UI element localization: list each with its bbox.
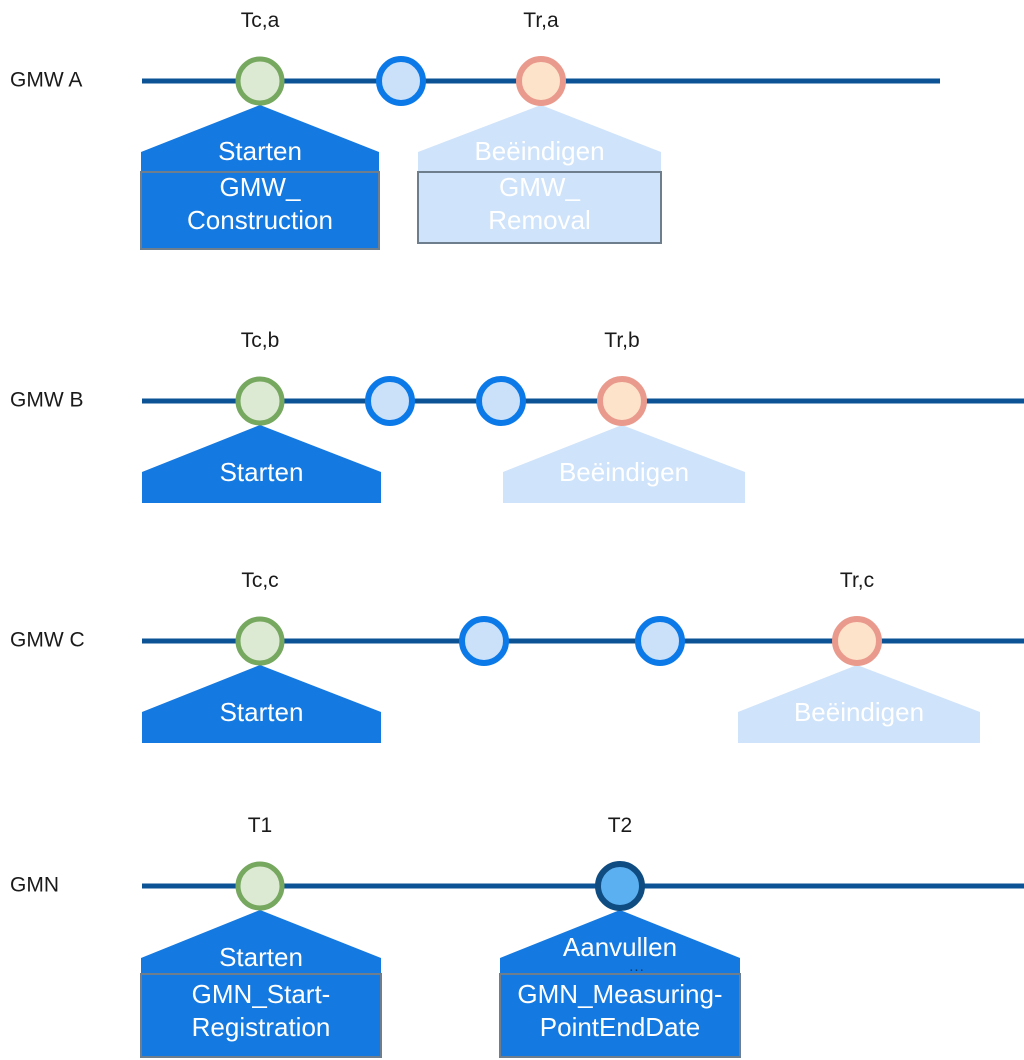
callout-body-line-gmw-a-end-0: GMW_: [499, 172, 580, 202]
timeline-row-gmw-a: GMW AStartenGMW_ConstructionBeëindigenGM…: [10, 9, 940, 250]
callout-box-gmn-supplement: [499, 973, 741, 1058]
callout-gmw-b-start[interactable]: Starten: [142, 425, 381, 503]
callout-title-gmw-a-start: Starten: [218, 136, 302, 166]
row-label-gmw-b: GMW B: [10, 389, 84, 412]
marker-circle-tcb[interactable]: [235, 376, 285, 426]
callout-body-line-gmn-supplement-0: GMN_Measuring-: [517, 979, 722, 1009]
callout-title-gmw-b-end: Beëindigen: [559, 457, 689, 487]
callout-title-gmw-c-start: Starten: [220, 697, 304, 727]
timeline-row-gmw-c: GMW C Starten Beëindigen Tc,c Tr,c: [10, 569, 1024, 743]
callout-box-gmw-a-start: [140, 171, 380, 250]
marker-label-tcb: Tc,b: [241, 329, 280, 352]
callout-body-line-gmn-start-1: Registration: [192, 1012, 331, 1042]
callout-body-line-gmn-start-0: GMN_Start-: [192, 979, 331, 1009]
marker-circle-tca[interactable]: [235, 56, 285, 106]
marker-circle-t2[interactable]: [595, 861, 645, 911]
callout-gmw-c-start[interactable]: Starten: [142, 665, 381, 743]
marker-circle-m-c2[interactable]: [459, 616, 509, 666]
callout-title-gmw-b-start: Starten: [220, 457, 304, 487]
callout-gmw-c-end[interactable]: Beëindigen: [738, 665, 980, 743]
marker-label-tcc: Tc,c: [241, 569, 278, 592]
marker-label-tca: Tc,a: [241, 9, 280, 32]
callout-title-gmn-supplement: Aanvullen: [563, 932, 677, 962]
timeline-row-gmw-b: GMW B Starten Beëindigen Tc,b Tr,b: [10, 329, 1024, 503]
callout-body-line-gmw-a-end-1: Removal: [488, 205, 591, 235]
callout-ellipsis-gmn-supplement: ...: [629, 958, 645, 975]
marker-circle-tcc[interactable]: [235, 616, 285, 666]
marker-circle-m-b3[interactable]: [476, 376, 526, 426]
callout-pointer-gmw-c-start: [142, 665, 381, 743]
marker-circle-tra[interactable]: [516, 56, 566, 106]
marker-circle-trc[interactable]: [832, 616, 882, 666]
marker-circle-t1[interactable]: [235, 861, 285, 911]
callout-box-gmn-start: [140, 973, 382, 1058]
marker-label-t1: T1: [248, 814, 273, 837]
marker-circle-trb[interactable]: [597, 376, 647, 426]
callout-body-line-gmw-a-start-1: Construction: [187, 205, 333, 235]
row-label-gmw-c: GMW C: [10, 629, 85, 652]
callout-pointer-gmw-b-end: [503, 425, 745, 503]
callout-title-gmw-c-end: Beëindigen: [794, 697, 924, 727]
row-label-gmn: GMN: [10, 874, 59, 897]
callout-pointer-gmw-b-start: [142, 425, 381, 503]
marker-circle-m-c3[interactable]: [635, 616, 685, 666]
callout-gmn-supplement[interactable]: Aanvullen... GMN_Measuring-PointEndDate: [499, 910, 741, 1058]
marker-label-tra: Tr,a: [523, 9, 559, 32]
callout-title-gmw-a-end: Beëindigen: [474, 136, 604, 166]
marker-label-t2: T2: [608, 814, 633, 837]
marker-label-trc: Tr,c: [840, 569, 874, 592]
marker-circle-m-b2[interactable]: [365, 376, 415, 426]
callout-body-line-gmw-a-start-0: GMW_: [220, 172, 301, 202]
marker-label-trb: Tr,b: [604, 329, 639, 352]
row-label-gmw-a: GMW A: [10, 69, 82, 92]
callout-body-line-gmn-supplement-1: PointEndDate: [540, 1012, 700, 1042]
marker-circle-m-a2[interactable]: [376, 56, 426, 106]
callout-title-gmn-start: Starten: [219, 942, 303, 972]
callout-box-gmw-a-end: [417, 171, 662, 244]
callout-gmw-b-end[interactable]: Beëindigen: [503, 425, 745, 503]
callout-pointer-gmw-c-end: [738, 665, 980, 743]
